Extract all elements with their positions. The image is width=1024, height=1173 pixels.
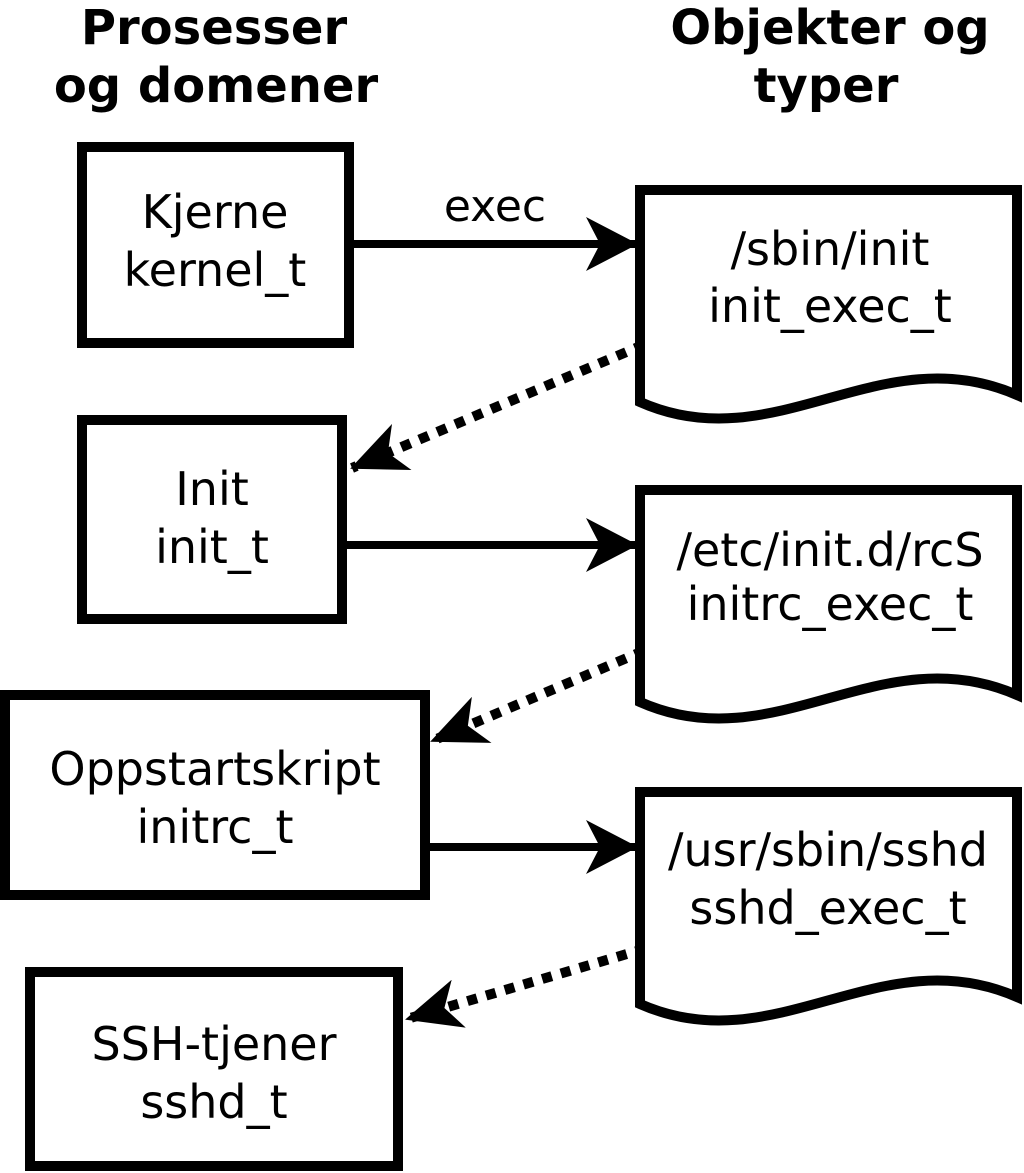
object-path-initrc-exec: /etc/init.d/rcS bbox=[676, 523, 983, 577]
object-document-sshd-exec bbox=[635, 787, 1022, 1026]
transition-arrow-initrcexec-to-initrc bbox=[430, 638, 664, 746]
object-path-init-exec: /sbin/init bbox=[731, 222, 930, 276]
column-header-processes-line2: og domener bbox=[54, 58, 379, 114]
object-document-initrc-exec bbox=[635, 485, 1022, 724]
object-path-sshd-exec: /usr/sbin/sshd bbox=[668, 823, 988, 877]
process-domain-initrc: initrc_t bbox=[137, 800, 294, 854]
object-type-init-exec: init_exec_t bbox=[708, 279, 952, 333]
object-document-init-exec bbox=[635, 185, 1022, 424]
column-header-objects-line2: typer bbox=[754, 58, 899, 114]
transition-arrow-initexec-to-init bbox=[350, 332, 664, 473]
process-name-sshd: SSH-tjener bbox=[91, 1017, 336, 1071]
process-domain-kernel: kernel_t bbox=[124, 243, 307, 297]
process-box-initrc bbox=[0, 690, 430, 900]
process-box-kernel bbox=[77, 142, 354, 348]
process-box-sshd bbox=[25, 967, 403, 1171]
process-name-initrc: Oppstartskript bbox=[49, 742, 380, 796]
process-box-init bbox=[77, 415, 347, 624]
object-type-sshd-exec: sshd_exec_t bbox=[689, 881, 966, 935]
column-header-objects-line1: Objekter og bbox=[670, 0, 989, 56]
object-type-initrc-exec: initrc_exec_t bbox=[687, 577, 974, 631]
process-domain-sshd: sshd_t bbox=[140, 1075, 287, 1129]
transition-arrow-sshdexec-to-sshd bbox=[405, 938, 666, 1028]
exec-arrow-label: exec bbox=[444, 181, 546, 232]
process-name-kernel: Kjerne bbox=[142, 185, 289, 239]
process-domain-init: init_t bbox=[155, 520, 269, 574]
column-header-processes-line1: Prosesser bbox=[81, 0, 348, 56]
process-name-init: Init bbox=[175, 462, 249, 516]
